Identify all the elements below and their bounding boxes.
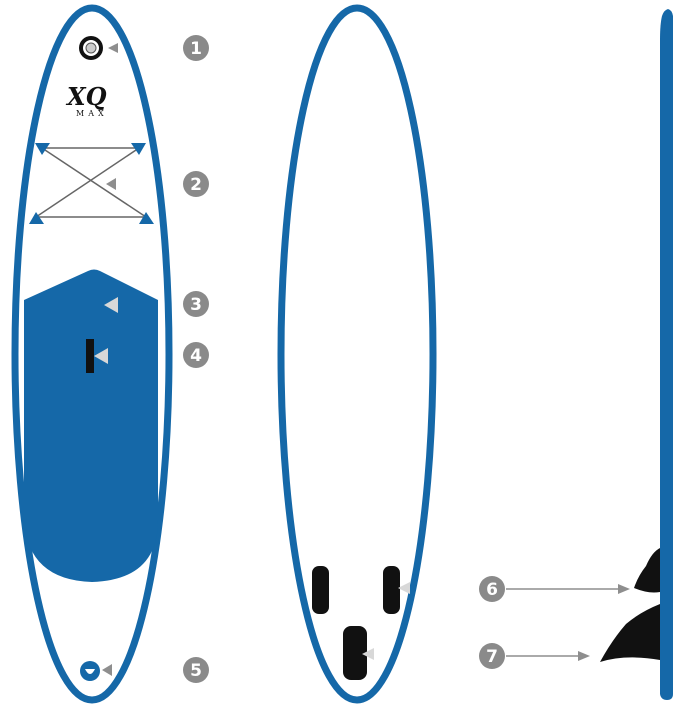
callout-2: 2 — [183, 171, 209, 197]
callout-5-badge — [183, 657, 209, 683]
callout-6: 6 — [479, 576, 630, 602]
callout-7-arrowhead-icon — [578, 651, 590, 661]
bungee-anchor-icon — [131, 143, 146, 155]
callout-6-arrowhead-icon — [618, 584, 630, 594]
board-top-view: XQ MAX — [11, 4, 173, 704]
callout-3: 3 — [183, 291, 209, 317]
center-fin-box — [343, 626, 367, 680]
carry-handle — [86, 339, 94, 373]
callout-2-number: 2 — [190, 175, 202, 195]
pointer-4-icon — [94, 348, 108, 364]
callout-5-number: 5 — [190, 661, 202, 681]
callout-1: 1 — [183, 35, 209, 61]
board-side-view — [600, 9, 673, 700]
callout-4: 4 — [183, 342, 209, 368]
callout-2-badge — [183, 171, 209, 197]
logo-subtext: MAX — [76, 109, 108, 118]
air-valve-icon — [79, 36, 103, 60]
callout-4-badge — [183, 342, 209, 368]
pointer-center-fin-icon — [362, 648, 374, 660]
callout-3-badge — [183, 291, 209, 317]
callout-4-number: 4 — [190, 346, 202, 366]
callout-1-number: 1 — [190, 39, 202, 59]
logo-text: XQ — [65, 82, 107, 111]
pointer-side-fin-icon — [398, 582, 410, 594]
callout-6-badge — [479, 576, 505, 602]
bungee-anchor-icon — [29, 212, 44, 224]
bungee-cord-system — [29, 143, 154, 224]
callout-7: 7 — [479, 643, 590, 669]
side-fin — [634, 548, 660, 593]
pointer-5-icon — [102, 664, 112, 676]
bungee-anchor-icon — [35, 143, 50, 155]
deck-pad — [24, 269, 158, 582]
board-side-profile — [660, 9, 673, 700]
pointer-1-icon — [108, 43, 118, 53]
callout-1-badge — [183, 35, 209, 61]
side-fin-box-left — [312, 566, 329, 614]
callout-3-number: 3 — [190, 295, 202, 315]
brand-logo: XQ MAX — [65, 82, 108, 118]
side-fin-box-right — [383, 566, 400, 614]
callout-6-number: 6 — [486, 580, 498, 600]
callout-5: 5 — [183, 657, 209, 683]
callout-7-badge — [479, 643, 505, 669]
board-bottom-view — [277, 4, 437, 704]
callout-7-number: 7 — [486, 647, 498, 667]
pointer-2-icon — [106, 178, 116, 190]
bungee-anchor-icon — [139, 212, 154, 224]
pointer-3-icon — [104, 297, 118, 313]
leash-ring-icon — [80, 661, 100, 681]
center-fin — [600, 604, 660, 662]
board-bottom-outline — [277, 4, 437, 704]
